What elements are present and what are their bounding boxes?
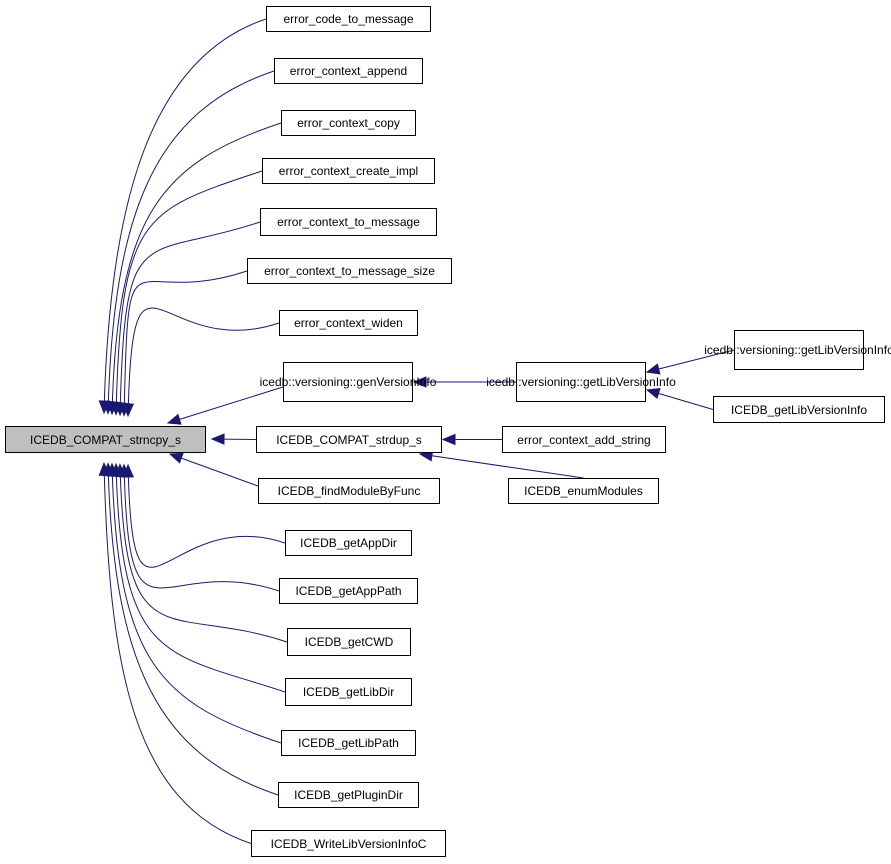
node-icedb-compat-strdup-s[interactable]: ICEDB_COMPAT_strdup_s <box>256 426 442 453</box>
edge-error-context-copy-to-root <box>111 122 282 415</box>
node-error-context-create-impl[interactable]: error_context_create_impl <box>262 158 435 184</box>
node-label-line: getLibVersionInfo <box>583 375 676 389</box>
edge-arrowhead <box>122 403 135 418</box>
node-icedb-find-module-by-func[interactable]: ICEDB_findModuleByFunc <box>258 478 440 504</box>
edge-icedb-get-cwd-to-root <box>119 464 288 643</box>
node-icedb-get-app-path[interactable]: ICEDB_getAppPath <box>279 578 418 604</box>
edge-icedb-write-lib-version-info-c-to-root <box>103 463 252 844</box>
edge-arrowhead <box>210 433 225 445</box>
edge-arrowhead <box>166 413 182 425</box>
node-label-line: icedb::versioning:: <box>704 343 801 357</box>
edge-arrowhead <box>645 363 661 375</box>
node-error-context-copy[interactable]: error_context_copy <box>281 110 416 136</box>
edge-arrowhead <box>168 452 184 464</box>
node-icedb-get-lib-version-info[interactable]: ICEDB_getLibVersionInfo <box>713 396 885 423</box>
node-icedb-get-lib-dir[interactable]: ICEDB_getLibDir <box>285 678 412 706</box>
edge-error-code-to-message-to-root <box>103 18 267 414</box>
node-icedb-get-plugin-dir[interactable]: ICEDB_getPluginDir <box>278 782 419 808</box>
node-error-context-to-message-size[interactable]: error_context_to_message_size <box>247 258 452 284</box>
node-icedb-get-lib-path[interactable]: ICEDB_getLibPath <box>281 730 416 756</box>
edge-gen-version-info-to-root <box>167 386 284 424</box>
node-gen-version-info[interactable]: icedb::versioning::genVersionInfo <box>260 362 436 402</box>
edge-arrowhead <box>412 376 427 388</box>
node-error-context-widen[interactable]: error_context_widen <box>279 310 418 336</box>
node-label-line: getLibVersionInfo <box>801 343 891 357</box>
edge-error-context-create-impl-to-root <box>115 170 263 415</box>
node-label-line: icedb::versioning:: <box>486 375 583 389</box>
edge-error-context-widen-to-root <box>127 307 280 417</box>
node-error-context-append[interactable]: error_context_append <box>274 58 423 84</box>
edge-arrowhead <box>98 461 111 476</box>
node-icedb-write-lib-version-info-c[interactable]: ICEDB_WriteLibVersionInfoC <box>251 830 446 857</box>
node-label-line: genVersionInfo <box>356 375 437 389</box>
node-label-line: icedb::versioning:: <box>259 375 357 389</box>
node-error-code-to-message[interactable]: error_code_to_message <box>266 6 431 32</box>
edge-arrowhead <box>645 388 661 400</box>
edge-icedb-get-app-path-to-root <box>123 464 280 592</box>
node-icedb-get-cwd[interactable]: ICEDB_getCWD <box>287 628 411 656</box>
edge-arrowhead <box>441 433 456 446</box>
node-icedb-enum-modules[interactable]: ICEDB_enumModules <box>508 478 659 504</box>
edge-error-context-to-message-to-root <box>119 221 261 416</box>
edge-icedb-get-lib-dir-to-root <box>115 464 286 693</box>
node-icedb-get-app-dir[interactable]: ICEDB_getAppDir <box>285 530 412 556</box>
edge-error-context-append-to-root <box>107 70 275 414</box>
root-node: ICEDB_COMPAT_strncpy_s <box>5 426 206 453</box>
node-error-context-add-string[interactable]: error_context_add_string <box>502 426 666 453</box>
node-error-context-to-message[interactable]: error_context_to_message <box>260 208 437 236</box>
edge-icedb-find-module-by-func-to-root <box>169 453 259 487</box>
edge-get-lib-version-info-right-to-get-lib-version-info-mid <box>646 349 735 373</box>
edge-error-context-to-message-size-to-root <box>123 270 248 416</box>
edge-icedb-enum-modules-to-icedb-compat-strdup-s <box>419 453 584 479</box>
edge-icedb-get-plugin-dir-to-root <box>107 463 279 796</box>
edge-icedb-get-app-dir-to-root <box>127 464 286 568</box>
node-get-lib-version-info-mid[interactable]: icedb::versioning::getLibVersionInfo <box>486 362 676 402</box>
node-get-lib-version-info-right[interactable]: icedb::versioning::getLibVersionInfo <box>704 330 891 370</box>
edge-icedb-get-lib-path-to-root <box>111 463 282 744</box>
